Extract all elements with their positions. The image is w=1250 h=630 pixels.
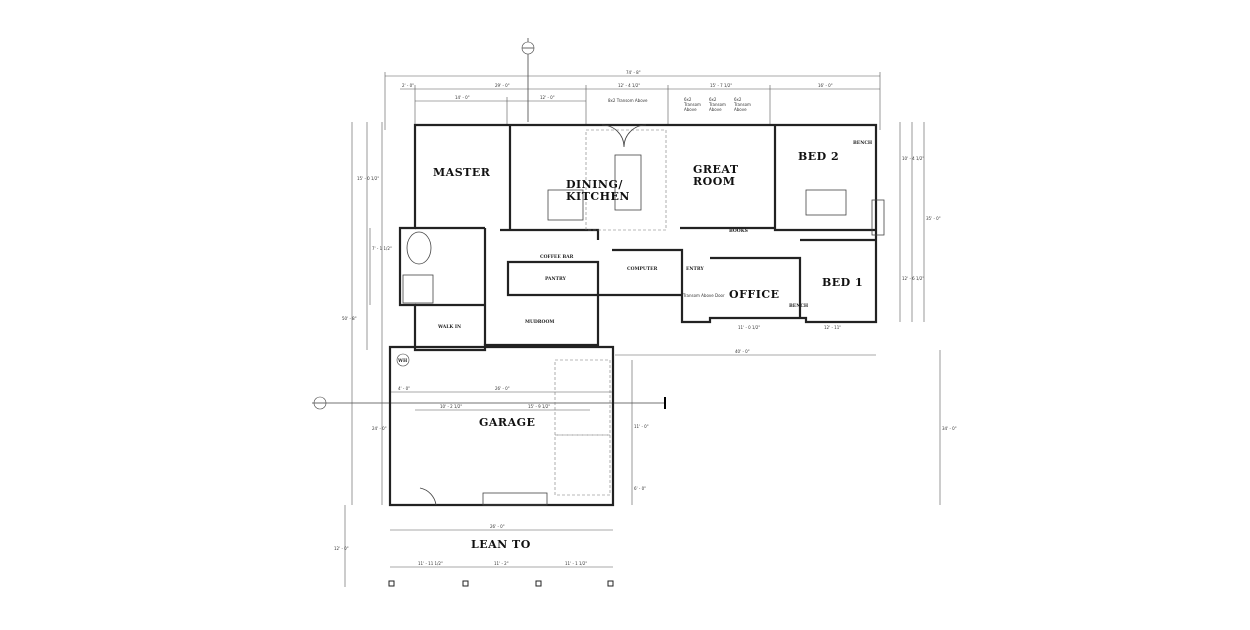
- dim-text: 34' - 0": [942, 426, 957, 431]
- walk-in-label: WALK IN: [437, 324, 461, 330]
- dim-text: 4' - 0": [398, 386, 410, 391]
- bench-label: BENCH: [789, 303, 809, 309]
- computer-label: COMPUTER: [627, 266, 658, 272]
- dim-text: 11' - 11 1/2": [418, 561, 443, 566]
- transom-note: 6x2 Transom Above: [734, 97, 751, 112]
- dim-text: 12' - 11": [824, 325, 841, 330]
- dimension-lines-top: [384, 72, 881, 130]
- entry-label: ENTRY: [686, 266, 704, 272]
- dimension-lines-side: [344, 122, 941, 587]
- mudroom-label: MUDROOM: [525, 319, 554, 325]
- room-label-kitchen: KITCHEN: [566, 190, 630, 203]
- dim-text: 26' - 0": [495, 386, 510, 391]
- dim-text: 11' - 0": [634, 424, 649, 429]
- lean-to-posts: [388, 580, 614, 587]
- dim-text: 11' - 1 1/2": [565, 561, 587, 566]
- room-label-office: OFFICE: [729, 288, 780, 301]
- dim-text: 26' - 0": [490, 524, 505, 529]
- transom-note: 6x2 Transom Above: [709, 97, 726, 112]
- dim-text: 29' - 0": [495, 83, 510, 88]
- dim-text: 24' - 0": [372, 426, 387, 431]
- room-label-bed1: BED 1: [822, 276, 863, 289]
- room-label-garage: GARAGE: [479, 416, 535, 429]
- dim-text: 12' - 6 1/2": [902, 276, 924, 281]
- dim-text: 15' - 9 1/2": [528, 404, 550, 409]
- dim-text: 40' - 0": [735, 349, 750, 354]
- dim-text: 12' - 0": [540, 95, 555, 100]
- section-marker-top: [521, 38, 535, 122]
- pantry-label: PANTRY: [545, 276, 567, 282]
- dim-text: 50' - 8": [342, 316, 357, 321]
- dim-text: 11' - 2": [494, 561, 509, 566]
- transom-note: 6x2 Transom Above: [684, 97, 701, 112]
- room-label-lean-to: LEAN TO: [471, 538, 531, 551]
- dim-text: 11' - 0 1/2": [738, 325, 760, 330]
- room-label-dining: DINING/: [566, 178, 623, 191]
- dim-text: 15' - 0 1/2": [357, 176, 379, 181]
- room-label-master: MASTER: [433, 166, 491, 179]
- dim-text: 16' - 0": [818, 83, 833, 88]
- transom-note: Transom Above Door: [682, 293, 725, 298]
- transom-note: 8x2 Transom Above: [608, 98, 648, 103]
- dim-text: 15' - 7 1/2": [710, 83, 732, 88]
- dim-text: 6' - 0": [634, 486, 646, 491]
- section-marker-left: [312, 396, 666, 410]
- room-label-room: ROOM: [693, 175, 735, 188]
- bench-label: BENCH: [853, 140, 873, 146]
- books-label: BOOKS: [729, 228, 748, 234]
- dim-text: 12' - 0": [334, 546, 349, 551]
- water-heater-label: WH: [397, 358, 408, 364]
- dim-text: 14' - 0": [455, 95, 470, 100]
- dim-text: 2' - 0": [402, 83, 414, 88]
- room-label-bed2: BED 2: [798, 150, 839, 163]
- room-label-great: GREAT: [693, 163, 739, 176]
- coffee-bar-label: COFFEE BAR: [540, 254, 574, 260]
- dim-text: 10' - 4 1/2": [902, 156, 924, 161]
- dim-text: 7' - 1 1/2": [372, 246, 392, 251]
- dim-text: 10' - 2 1/2": [440, 404, 462, 409]
- walls: [388, 123, 885, 507]
- dim-text: 12' - 4 1/2": [618, 83, 640, 88]
- dim-text: 35' - 0": [926, 216, 941, 221]
- dim-text: 74' - 8": [626, 70, 641, 75]
